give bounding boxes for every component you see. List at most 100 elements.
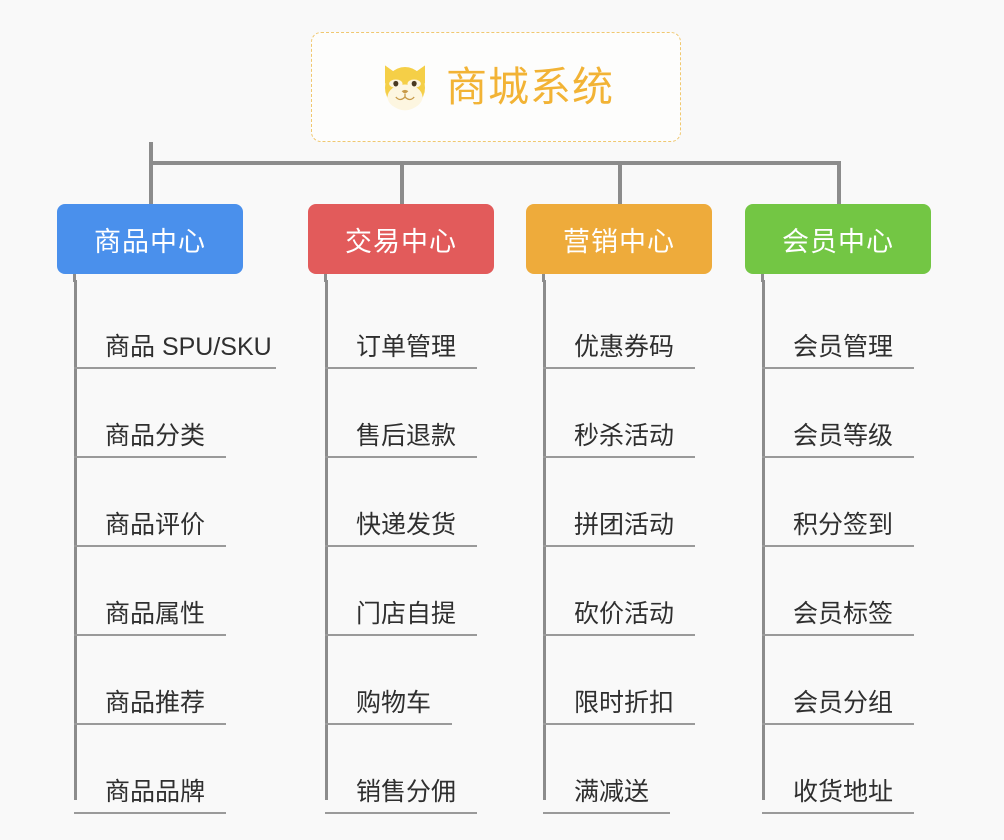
leaf-label: 商品推荐	[105, 688, 206, 717]
leaf-item[interactable]: 门店自提	[325, 547, 487, 636]
leaf-underline	[325, 456, 477, 458]
leaf-label: 积分签到	[793, 510, 894, 539]
leaf-label: 优惠券码	[574, 332, 675, 361]
leaf-label: 会员管理	[793, 332, 894, 361]
leaf-underline	[74, 723, 226, 725]
root-title: 商城系统	[446, 63, 614, 110]
leaf-item[interactable]: 砍价活动	[543, 547, 705, 636]
leaf-label: 售后退款	[356, 421, 457, 450]
leaf-underline	[325, 812, 477, 814]
leaf-label: 秒杀活动	[574, 421, 675, 450]
leaf-label: 满减送	[574, 777, 650, 806]
dog-face-icon	[385, 65, 425, 111]
leaf-column-product-center: 商品 SPU/SKU 商品分类商品评价商品属性商品推荐商品品牌	[74, 280, 334, 814]
connector-category-to-spine-product-center	[73, 274, 76, 282]
leaf-item[interactable]: 会员标签	[762, 547, 924, 636]
leaf-item[interactable]: 订单管理	[325, 280, 487, 369]
leaf-underline	[762, 545, 914, 547]
connector-category-to-spine-trade-center	[324, 274, 327, 282]
leaf-label: 销售分佣	[356, 777, 457, 806]
connector-root-stem	[149, 142, 153, 163]
leaf-item[interactable]: 购物车	[325, 636, 462, 725]
connector-category-to-spine-member-center	[761, 274, 764, 282]
leaf-underline	[74, 812, 226, 814]
connector-branch-drop-marketing-center	[618, 161, 622, 204]
leaf-underline	[325, 723, 452, 725]
leaf-label: 商品属性	[105, 599, 206, 628]
leaf-item[interactable]: 拼团活动	[543, 458, 705, 547]
leaf-underline	[762, 723, 914, 725]
category-label-member-center: 会员中心	[782, 226, 894, 257]
leaf-underline	[74, 634, 226, 636]
leaf-label: 限时折扣	[574, 688, 675, 717]
leaf-label: 快递发货	[356, 510, 457, 539]
connector-branch-drop-trade-center	[400, 161, 404, 204]
leaf-item[interactable]: 会员分组	[762, 636, 924, 725]
leaf-label: 商品分类	[105, 421, 206, 450]
leaf-underline	[543, 812, 670, 814]
leaf-underline	[762, 456, 914, 458]
leaf-underline	[543, 634, 695, 636]
leaf-label: 收货地址	[793, 777, 894, 806]
leaf-item[interactable]: 商品品牌	[74, 725, 236, 814]
leaf-label: 拼团活动	[574, 510, 675, 539]
leaf-underline	[325, 545, 477, 547]
category-box-product-center[interactable]: 商品中心	[57, 204, 243, 274]
leaf-item[interactable]: 售后退款	[325, 369, 487, 458]
leaf-item[interactable]: 秒杀活动	[543, 369, 705, 458]
leaf-item[interactable]: 快递发货	[325, 458, 487, 547]
connector-branch-drop-member-center	[837, 161, 841, 204]
leaf-underline	[543, 367, 695, 369]
leaf-underline	[762, 367, 914, 369]
leaf-label: 砍价活动	[574, 599, 675, 628]
leaf-label: 会员分组	[793, 688, 894, 717]
connector-category-to-spine-marketing-center	[542, 274, 545, 282]
leaf-underline	[762, 812, 914, 814]
leaf-underline	[543, 723, 695, 725]
leaf-item[interactable]: 满减送	[543, 725, 680, 814]
leaf-item[interactable]: 商品评价	[74, 458, 236, 547]
connector-horizontal-bus	[149, 161, 841, 165]
leaf-item[interactable]: 商品属性	[74, 547, 236, 636]
category-box-trade-center[interactable]: 交易中心	[308, 204, 494, 274]
category-label-marketing-center: 营销中心	[563, 226, 675, 257]
leaf-underline	[762, 634, 914, 636]
leaf-item[interactable]: 销售分佣	[325, 725, 487, 814]
leaf-underline	[74, 545, 226, 547]
leaf-label: 订单管理	[356, 332, 457, 361]
leaf-label: 购物车	[356, 688, 432, 717]
leaf-item[interactable]: 积分签到	[762, 458, 924, 547]
leaf-underline	[543, 456, 695, 458]
leaf-item[interactable]: 商品 SPU/SKU	[74, 280, 286, 369]
leaf-underline	[325, 634, 477, 636]
root-node[interactable]: 商城系统	[311, 32, 681, 142]
leaf-label: 会员等级	[793, 421, 894, 450]
category-box-member-center[interactable]: 会员中心	[745, 204, 931, 274]
leaf-item[interactable]: 会员管理	[762, 280, 924, 369]
leaf-underline	[74, 367, 276, 369]
leaf-underline	[74, 456, 226, 458]
leaf-underline	[325, 367, 477, 369]
connector-branch-drop-product-center	[149, 161, 153, 204]
leaf-label: 会员标签	[793, 599, 894, 628]
leaf-item[interactable]: 会员等级	[762, 369, 924, 458]
leaf-label: 商品 SPU/SKU	[105, 332, 272, 361]
leaf-item[interactable]: 商品推荐	[74, 636, 236, 725]
leaf-column-marketing-center: 优惠券码秒杀活动拼团活动砍价活动限时折扣满减送	[543, 280, 803, 814]
category-label-trade-center: 交易中心	[345, 226, 457, 257]
leaf-item[interactable]: 优惠券码	[543, 280, 705, 369]
leaf-item[interactable]: 收货地址	[762, 725, 924, 814]
leaf-label: 门店自提	[356, 599, 457, 628]
category-label-product-center: 商品中心	[94, 226, 206, 257]
leaf-column-member-center: 会员管理会员等级积分签到会员标签会员分组收货地址	[762, 280, 1004, 814]
leaf-item[interactable]: 商品分类	[74, 369, 236, 458]
leaf-label: 商品品牌	[105, 777, 206, 806]
category-box-marketing-center[interactable]: 营销中心	[526, 204, 712, 274]
leaf-underline	[543, 545, 695, 547]
leaf-item[interactable]: 限时折扣	[543, 636, 705, 725]
leaf-column-trade-center: 订单管理售后退款快递发货门店自提购物车销售分佣	[325, 280, 585, 814]
connector-spine-trade-center	[325, 280, 328, 800]
connector-spine-member-center	[762, 280, 765, 800]
connector-spine-marketing-center	[543, 280, 546, 800]
